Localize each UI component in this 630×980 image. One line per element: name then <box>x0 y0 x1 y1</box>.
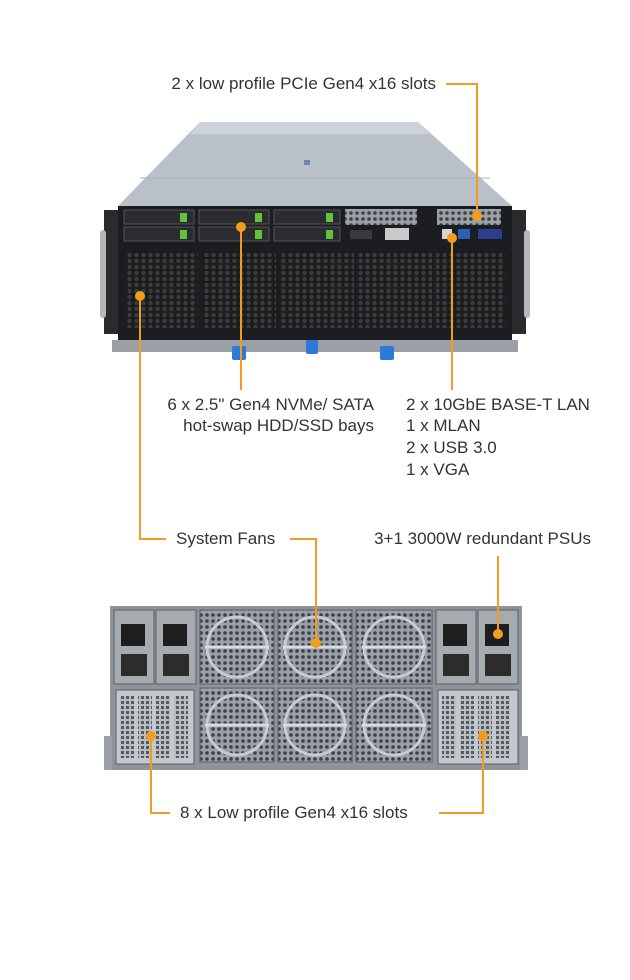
rear-server-view <box>104 606 528 770</box>
callout-io-usb: 2 x USB 3.0 <box>406 438 497 457</box>
callout-leaders <box>135 83 503 814</box>
front-server-view <box>100 122 530 360</box>
callout-drive-bays-line1: 6 x 2.5" Gen4 NVMe/ SATA <box>167 395 374 414</box>
callout-io-lan: 2 x 10GbE BASE-T LAN <box>406 395 590 414</box>
rear-pcie-slots <box>115 689 519 765</box>
callout-system-fans: System Fans <box>176 529 276 548</box>
callout-io-mlan: 1 x MLAN <box>406 416 481 435</box>
callout-drive-bays-line2: hot-swap HDD/SSD bays <box>183 416 374 435</box>
drive-bays <box>123 209 341 242</box>
callout-pcie-top: 2 x low profile PCIe Gen4 x16 slots <box>171 74 436 93</box>
rear-fans <box>199 609 433 763</box>
callout-rear-slots: 8 x Low profile Gen4 x16 slots <box>180 803 408 822</box>
front-fans <box>126 252 506 328</box>
callout-io-vga: 1 x VGA <box>406 460 470 479</box>
callout-psus: 3+1 3000W redundant PSUs <box>374 529 591 548</box>
